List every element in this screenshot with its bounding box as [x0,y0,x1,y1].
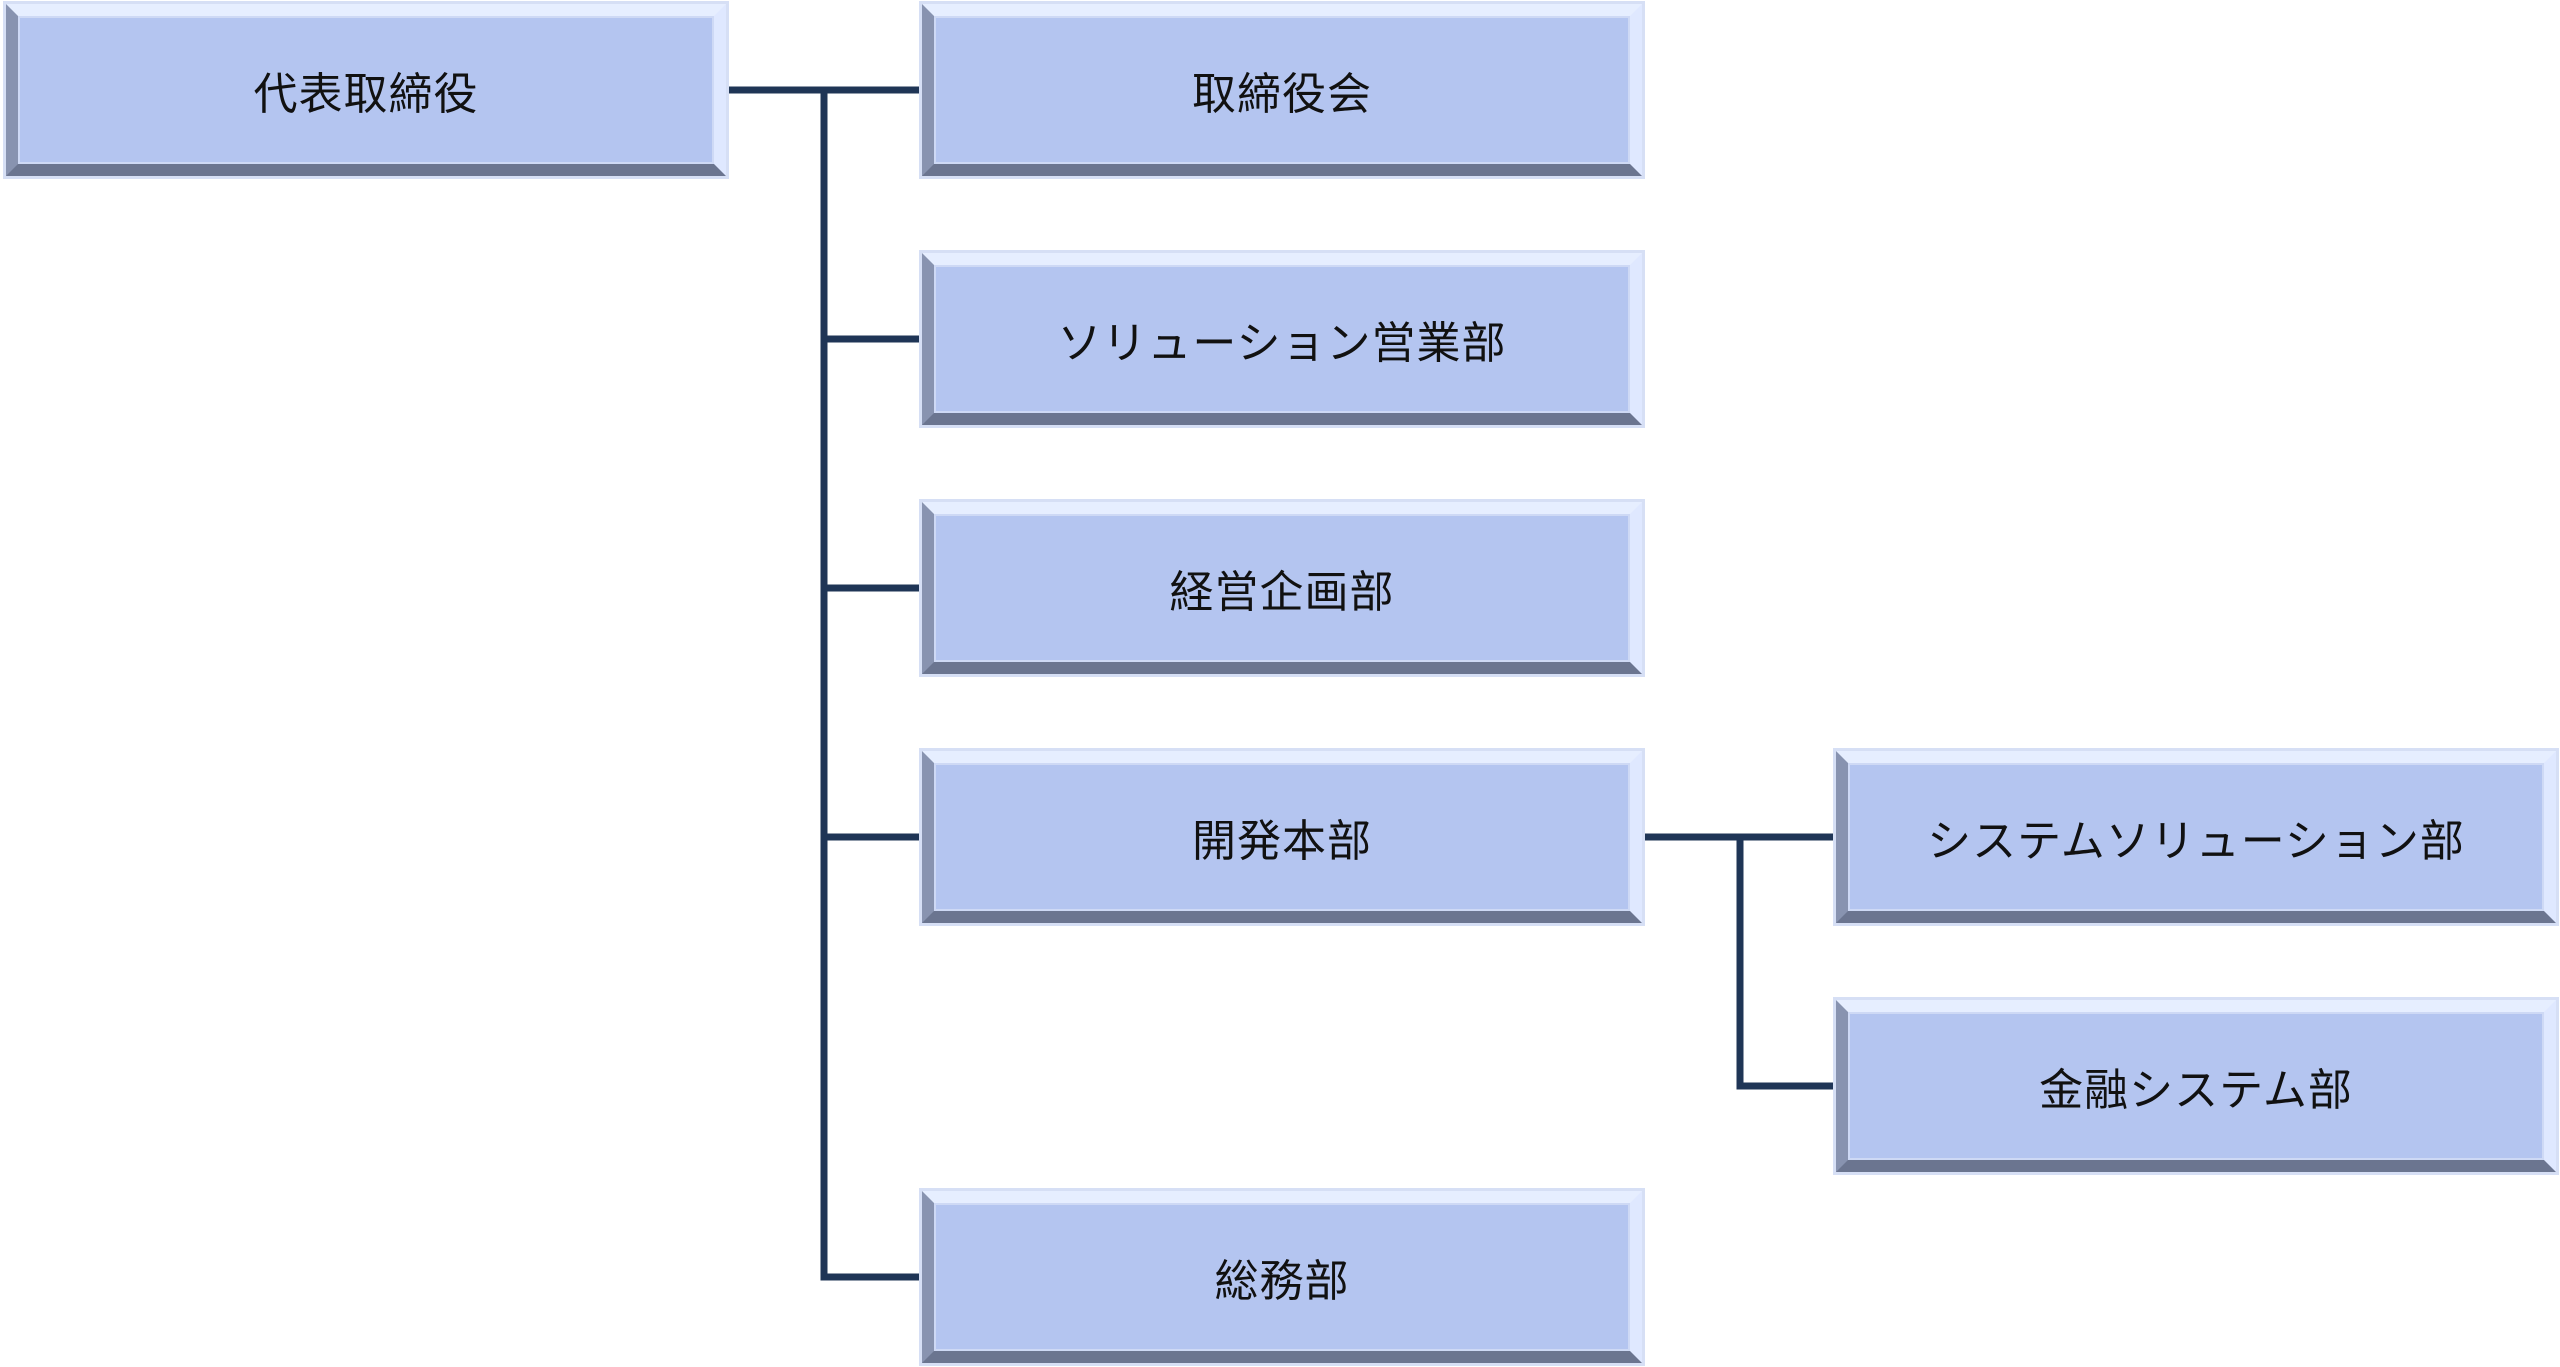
node-label: 金融システム部 [2039,1065,2353,1116]
node-solution-sales: ソリューション営業部 [919,250,1645,428]
node-ceo: 代表取締役 [3,1,729,179]
node-planning: 経営企画部 [919,499,1645,677]
node-finance-system: 金融システム部 [1833,997,2559,1175]
node-development: 開発本部 [919,748,1645,926]
node-system-solution: システムソリューション部 [1833,748,2559,926]
node-label: 代表取締役 [253,69,479,120]
node-label: 総務部 [1214,1256,1350,1307]
node-label: システムソリューション部 [1927,816,2465,867]
node-general-affairs: 総務部 [919,1188,1645,1366]
node-label: 開発本部 [1192,816,1372,867]
node-label: 経営企画部 [1169,567,1395,618]
node-board: 取締役会 [919,1,1645,179]
node-label: 取締役会 [1192,69,1372,120]
node-label: ソリューション営業部 [1057,318,1507,369]
